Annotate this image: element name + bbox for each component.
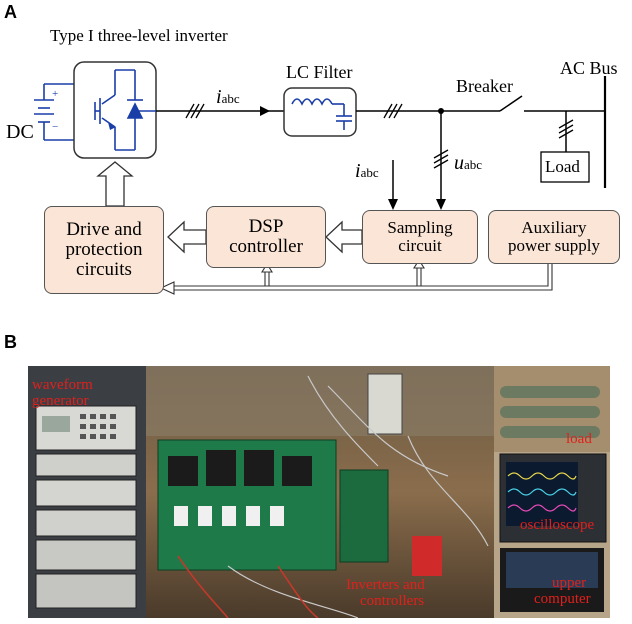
dsp-board [412, 536, 442, 576]
red-wires [177, 555, 319, 618]
load-resistors [500, 386, 600, 438]
sampling-to-dsp-arrow [325, 220, 363, 254]
lc-filter-label: LC Filter [286, 62, 353, 82]
dc-source-symbol [34, 83, 74, 141]
igbt-symbol [94, 69, 156, 151]
oscilloscope-label: oscilloscope [520, 517, 595, 533]
aux-to-drive-arrowhead [159, 281, 175, 295]
inductor-symbol [291, 98, 352, 130]
rack-unit-5 [35, 573, 137, 609]
load-box [540, 151, 590, 183]
rack-unit-3 [35, 509, 137, 537]
rack-unit-1 [35, 453, 137, 477]
breaker-label: Breaker [456, 76, 513, 96]
oscilloscope-traces [507, 472, 577, 512]
heatsinks [168, 450, 312, 486]
current-label-main: iabc [216, 86, 240, 108]
current-label-sample: iabc [355, 160, 379, 182]
breaker-switch [499, 95, 523, 112]
lc-filter-block [283, 87, 357, 137]
dc-label: DC [6, 121, 34, 143]
lab-photo [28, 366, 610, 618]
current-sense-arrow [388, 199, 398, 210]
load-photo-label: load [566, 431, 592, 447]
voltage-label: uabc [454, 152, 483, 174]
dc-minus-sign: − [52, 121, 58, 133]
ac-bus-label: AC Bus [560, 58, 618, 78]
drive-to-inverter-arrow [96, 161, 134, 207]
capacitors [174, 506, 284, 526]
sensor-box [367, 373, 403, 435]
dc-plus-sign: + [52, 88, 58, 100]
load-label: Load [545, 157, 580, 176]
aux-to-sampling-arrowhead [413, 258, 425, 269]
generator-buttons [80, 414, 116, 439]
dsp-to-drive-arrow [167, 220, 207, 254]
wall-background [146, 366, 494, 436]
controller-board [339, 469, 389, 563]
panel-a-letter: A [4, 2, 17, 22]
wires [227, 375, 489, 618]
oscilloscope-screen [506, 462, 578, 526]
circuit-diagram: + − [34, 61, 607, 295]
rack-unit-2 [35, 479, 137, 507]
three-phase-mark-1 [185, 103, 205, 119]
current-arrow [260, 106, 270, 116]
aux-to-dsp-arrowhead [261, 262, 273, 273]
laptop-screen [506, 552, 598, 588]
three-phase-mark-2 [383, 103, 403, 119]
rack-unit-4 [35, 539, 137, 571]
generator-screen [42, 416, 70, 432]
inverter-title: Type I three-level inverter [50, 26, 228, 45]
igbt-emitter-arrow [108, 122, 116, 130]
three-phase-mark-load [558, 119, 574, 139]
panel-b-letter: B [4, 332, 17, 352]
voltage-arrow [436, 199, 446, 210]
three-phase-mark-3 [433, 149, 449, 169]
